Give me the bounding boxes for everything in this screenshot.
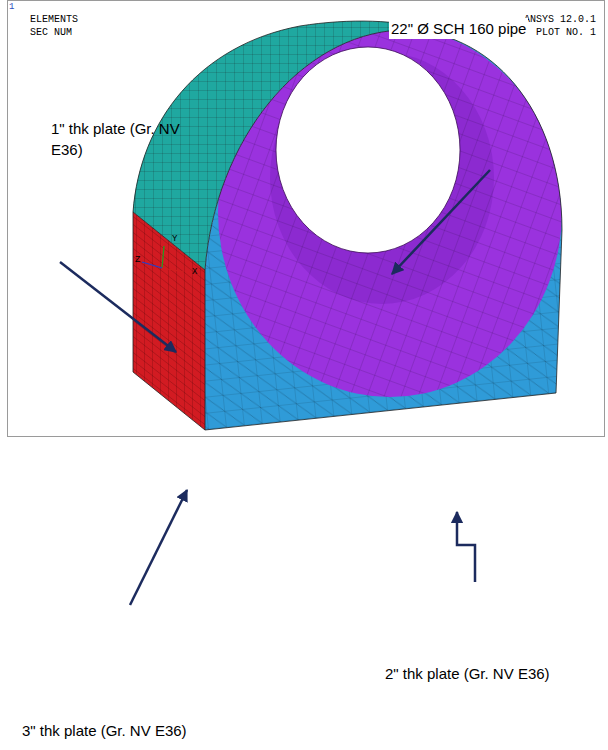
plot-header: ELEMENTS — [30, 13, 78, 27]
corner-number: 1 — [9, 1, 14, 14]
pipe-bore — [276, 47, 460, 253]
plot-header: SEC NUM — [30, 26, 72, 40]
pipe-ring — [218, 27, 562, 397]
axis-label: X — [192, 266, 197, 279]
leader-arrow — [457, 512, 475, 582]
leader-arrow — [392, 170, 490, 274]
leader-arrow — [60, 262, 176, 352]
part-label: 2" thk plate (Gr. NV E36) — [385, 664, 550, 684]
leader-arrow — [130, 490, 187, 605]
plot-header: ANSYS 12.0.1 — [524, 13, 596, 27]
axis-y — [162, 246, 164, 268]
axis-label: Z — [135, 254, 140, 267]
axis-label: Y — [172, 233, 177, 246]
outline — [133, 21, 562, 430]
mesh — [218, 27, 562, 397]
part-label: 3" thk plate (Gr. NV E36) — [22, 721, 187, 741]
plot-frame: 1ELEMENTSSEC NUM ANSYS 12.0.1PLOT NO. 1 1"… — [7, 0, 605, 437]
mesh — [190, 20, 580, 440]
part-label: 1" thk plate (Gr. NV E36) — [51, 118, 183, 160]
plot-header: PLOT NO. 1 — [536, 26, 596, 40]
axis-z — [142, 262, 162, 268]
axis-x — [162, 268, 184, 272]
part-label: 22" Ø SCH 160 pipe — [389, 18, 528, 39]
